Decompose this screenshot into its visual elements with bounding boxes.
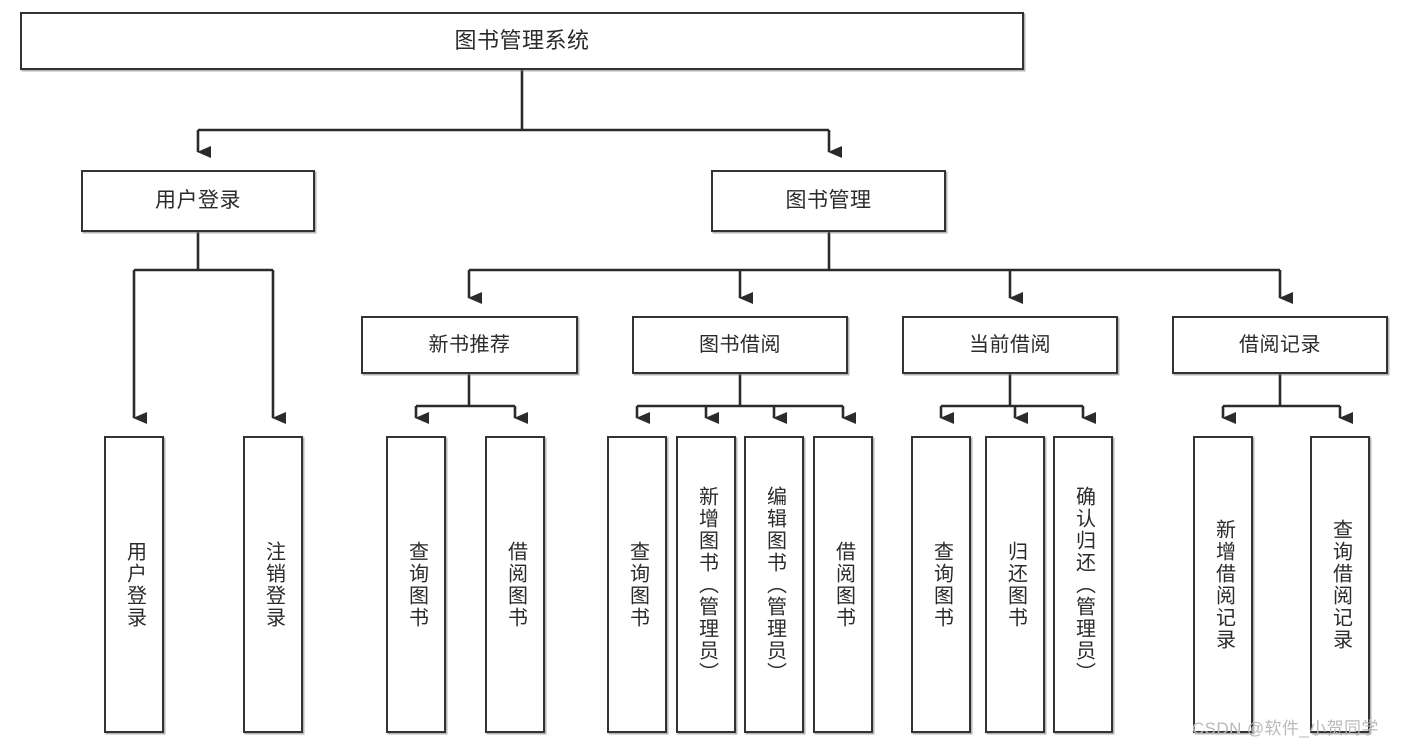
node-leaf-edit-book[interactable]: 编辑图书（管理员） [744, 436, 804, 733]
node-leaf-query-book-2-label: 查询图书 [626, 540, 649, 629]
node-leaf-query-book-3-label: 查询图书 [930, 540, 953, 629]
node-borrow-record[interactable]: 借阅记录 [1172, 316, 1388, 374]
node-leaf-borrow-book-2-label: 借阅图书 [832, 540, 855, 629]
node-leaf-add-record[interactable]: 新增借阅记录 [1193, 436, 1253, 733]
node-leaf-query-book-1[interactable]: 查询图书 [386, 436, 446, 733]
node-book-manage[interactable]: 图书管理 [711, 170, 946, 232]
node-leaf-add-book-label: 新增图书（管理员） [695, 485, 718, 684]
node-user-login[interactable]: 用户登录 [81, 170, 315, 232]
node-new-book-rec[interactable]: 新书推荐 [361, 316, 578, 374]
node-book-borrow[interactable]: 图书借阅 [632, 316, 848, 374]
node-leaf-user-login-label: 用户登录 [123, 540, 146, 629]
node-book-borrow-label: 图书借阅 [699, 333, 781, 356]
node-borrow-record-label: 借阅记录 [1239, 333, 1321, 356]
node-user-login-label: 用户登录 [155, 188, 241, 212]
node-leaf-user-logout[interactable]: 注销登录 [243, 436, 303, 733]
node-leaf-borrow-book-2[interactable]: 借阅图书 [813, 436, 873, 733]
node-leaf-query-book-2[interactable]: 查询图书 [607, 436, 667, 733]
node-book-manage-label: 图书管理 [785, 188, 872, 212]
node-leaf-confirm-return[interactable]: 确认归还（管理员） [1053, 436, 1113, 733]
node-leaf-borrow-book-1[interactable]: 借阅图书 [485, 436, 545, 733]
csdn-watermark: CSDN @软件_小贺同学 [1192, 719, 1379, 738]
node-leaf-add-book[interactable]: 新增图书（管理员） [676, 436, 736, 733]
node-leaf-user-login[interactable]: 用户登录 [104, 436, 164, 733]
node-leaf-query-record-label: 查询借阅记录 [1329, 518, 1352, 651]
node-leaf-query-record[interactable]: 查询借阅记录 [1310, 436, 1370, 733]
node-leaf-borrow-book-1-label: 借阅图书 [504, 540, 527, 629]
node-leaf-edit-book-label: 编辑图书（管理员） [763, 485, 786, 684]
node-leaf-query-book-1-label: 查询图书 [405, 540, 428, 629]
node-current-borrow-label: 当前借阅 [969, 333, 1051, 356]
node-root-label: 图书管理系统 [454, 28, 590, 54]
node-root[interactable]: 图书管理系统 [20, 12, 1024, 70]
node-leaf-return-book[interactable]: 归还图书 [985, 436, 1045, 733]
node-leaf-return-book-label: 归还图书 [1004, 540, 1027, 629]
node-leaf-query-book-3[interactable]: 查询图书 [911, 436, 971, 733]
node-leaf-user-logout-label: 注销登录 [262, 540, 285, 629]
node-new-book-rec-label: 新书推荐 [428, 333, 511, 356]
node-current-borrow[interactable]: 当前借阅 [902, 316, 1118, 374]
node-leaf-add-record-label: 新增借阅记录 [1212, 518, 1235, 651]
node-leaf-confirm-return-label: 确认归还（管理员） [1072, 485, 1095, 684]
